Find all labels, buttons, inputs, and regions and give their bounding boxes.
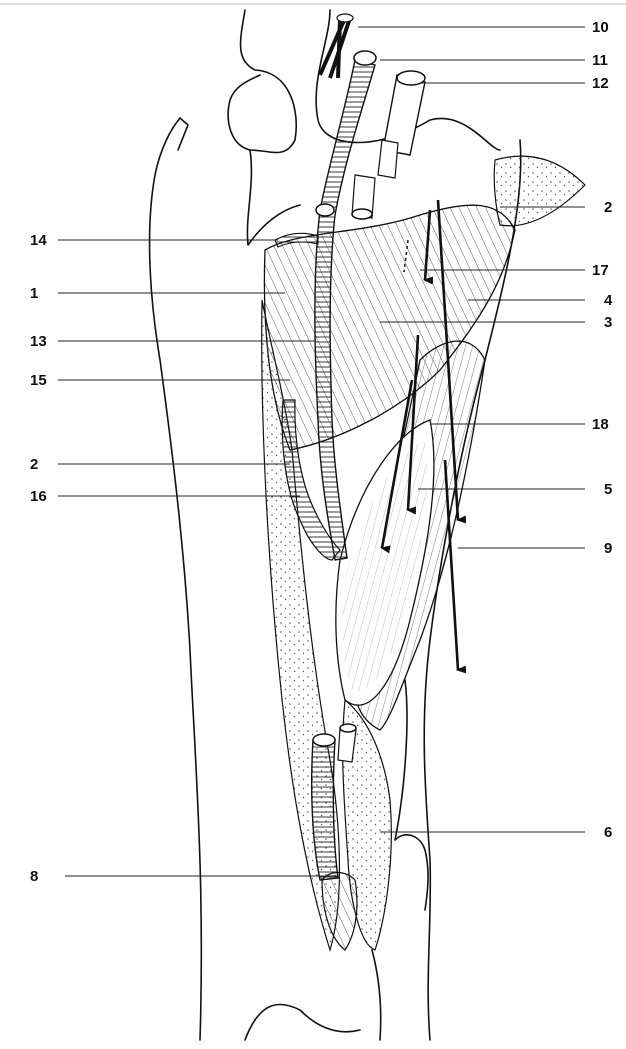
label-6: 6 bbox=[604, 824, 612, 841]
label-13: 13 bbox=[30, 333, 47, 350]
label-8: 8 bbox=[30, 868, 38, 885]
label-12: 12 bbox=[592, 75, 609, 92]
label-17: 17 bbox=[592, 262, 609, 279]
pelvis-outline bbox=[228, 10, 296, 153]
label-11: 11 bbox=[592, 52, 608, 69]
thigh-lateral-contour bbox=[150, 118, 202, 1040]
femoral-condyle bbox=[245, 1004, 360, 1040]
label-4: 4 bbox=[604, 292, 613, 309]
label-10: 10 bbox=[592, 19, 609, 36]
popliteal-vein-end bbox=[340, 724, 356, 732]
label-15: 15 bbox=[30, 372, 47, 389]
label-16: 16 bbox=[30, 488, 47, 505]
label-18: 18 bbox=[592, 416, 609, 433]
label-2-lower: 2 bbox=[30, 456, 38, 473]
label-2-upper: 2 bbox=[604, 199, 612, 216]
label-9: 9 bbox=[604, 540, 612, 557]
label-5: 5 bbox=[604, 481, 612, 498]
thigh-lateral-notch bbox=[178, 118, 188, 150]
label-14: 14 bbox=[30, 232, 47, 249]
popliteal-artery-end bbox=[313, 734, 335, 746]
fascia-medial-stipple bbox=[494, 156, 585, 226]
label-3: 3 bbox=[604, 314, 612, 331]
greater-trochanter bbox=[247, 150, 300, 245]
femoral-artery-end bbox=[354, 51, 376, 65]
small-vessel-stump-2 bbox=[378, 140, 398, 178]
label-1: 1 bbox=[30, 285, 38, 302]
femoral-artery-cut bbox=[316, 204, 334, 216]
small-vessel-stump-1-end bbox=[352, 209, 372, 219]
